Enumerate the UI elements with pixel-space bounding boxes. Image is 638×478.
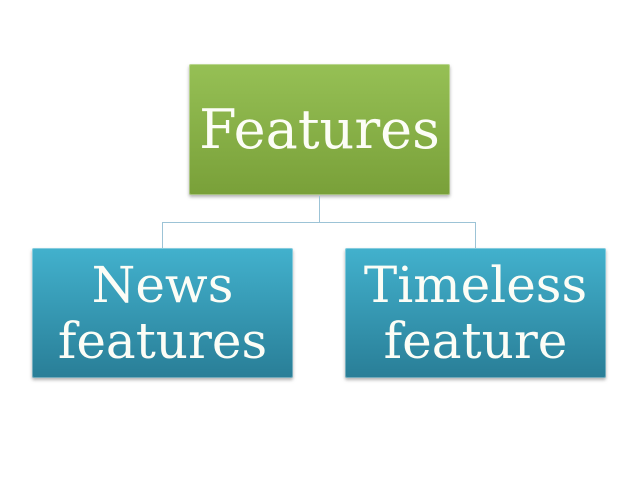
node-features-label: Features <box>199 97 440 161</box>
node-timeless-feature-label: Timeless feature <box>363 256 588 370</box>
connector-horizontal-line <box>162 222 476 223</box>
connector-drop-left-line <box>162 222 163 248</box>
node-features: Features <box>189 64 450 195</box>
node-news-features: News features <box>32 248 293 378</box>
connector-stem-line <box>319 196 320 222</box>
connector-drop-right-line <box>475 222 476 248</box>
node-timeless-feature: Timeless feature <box>345 248 606 378</box>
node-news-features-label: News features <box>57 256 268 370</box>
